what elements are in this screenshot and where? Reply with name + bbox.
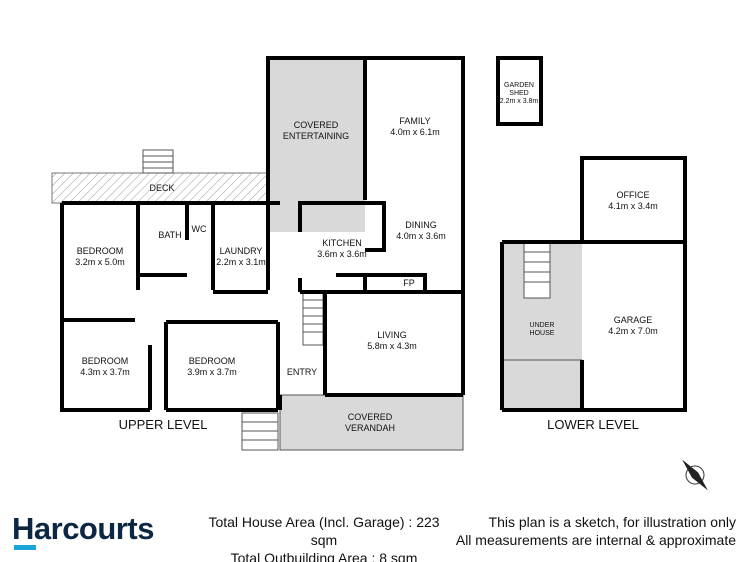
stairs-icon xyxy=(142,149,174,174)
lower-level-title: LOWER LEVEL xyxy=(547,417,639,432)
compass-icon xyxy=(682,459,708,491)
lower-grey-area xyxy=(501,359,583,411)
covered-entertaining-area xyxy=(268,58,365,232)
walls xyxy=(60,56,687,412)
disclaimer-line-1: This plan is a sketch, for illustration … xyxy=(488,514,736,530)
fp-label: FP xyxy=(403,278,415,288)
internal-stairs-icon xyxy=(302,292,324,346)
area-summary: Total House Area (Incl. Garage) : 223 sq… xyxy=(198,513,450,562)
bath-label: BATH xyxy=(158,230,182,240)
total-house-area: Total House Area (Incl. Garage) : 223 sq… xyxy=(208,514,440,548)
entry-label: ENTRY xyxy=(286,367,318,377)
front-steps-icon xyxy=(241,412,279,451)
wc-label: WC xyxy=(191,224,207,234)
total-outbuilding-area: Total Outbuilding Area : 8 sqm xyxy=(230,550,418,562)
lower-stairs-icon xyxy=(523,241,551,299)
upper-level-title: UPPER LEVEL xyxy=(118,417,208,432)
deck-label: DECK xyxy=(149,183,175,193)
disclaimer: This plan is a sketch, for illustration … xyxy=(456,513,736,549)
harcourts-logo: Harcourts xyxy=(12,511,154,546)
logo-accent-bar xyxy=(14,545,36,550)
covered-verandah-area xyxy=(279,394,464,451)
disclaimer-line-2: All measurements are internal & approxim… xyxy=(455,532,736,548)
